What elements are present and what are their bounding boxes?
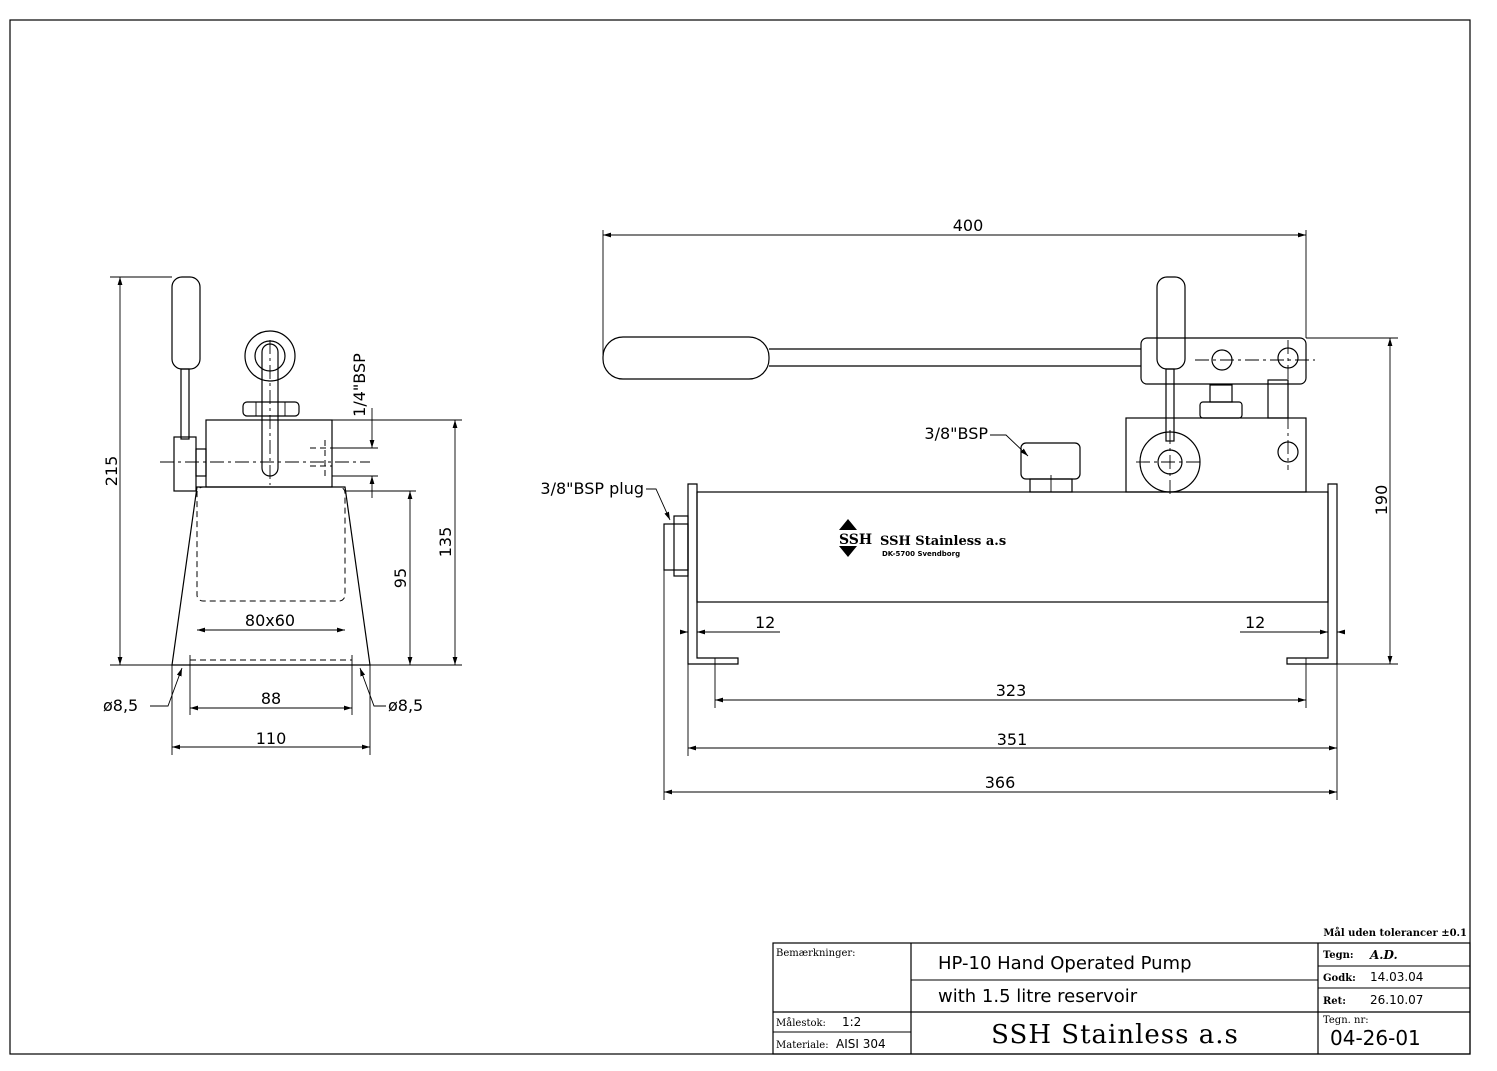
- drawn-label: Tegn:: [1323, 950, 1354, 961]
- dim-366: 366: [985, 773, 1016, 792]
- drawn-value: A.D.: [1369, 948, 1398, 962]
- front-handle-ring: [244, 330, 296, 382]
- logo-name: SSH Stainless a.s: [880, 534, 1006, 549]
- logo-ssh-mark: SSH: [839, 532, 872, 548]
- side-bracket-left: [687, 483, 739, 665]
- drawing-no-value: 04-26-01: [1330, 1026, 1421, 1050]
- front-view: [160, 276, 371, 666]
- scale-value: 1:2: [842, 1015, 861, 1029]
- port-label: 3/8"BSP: [924, 424, 988, 443]
- dim-quarter-bsp: 1/4"BSP: [350, 353, 369, 417]
- plug-label: 3/8"BSP plug: [540, 479, 644, 498]
- front-lever-grip: [171, 276, 201, 370]
- dim-215: 215: [102, 456, 121, 487]
- side-port-cap: [1020, 442, 1081, 480]
- drawing-no-label: Tegn. nr:: [1323, 1015, 1369, 1026]
- side-tank: [696, 491, 1329, 603]
- front-window-hidden: [196, 486, 346, 602]
- tolerance-note: Mål uden tolerancer ±0.1: [1323, 927, 1467, 939]
- title-line2: with 1.5 litre reservoir: [938, 986, 1138, 1007]
- approved-value: 14.03.04: [1370, 970, 1423, 984]
- dim-12-left: 12: [755, 613, 775, 632]
- side-lever-grip: [1156, 276, 1186, 370]
- dim-135: 135: [436, 527, 455, 558]
- dim-12-right: 12: [1245, 613, 1265, 632]
- side-bracket-right: [1286, 483, 1338, 665]
- drawing-frame: [9, 19, 1471, 1055]
- material-value: AISI 304: [836, 1037, 886, 1051]
- front-dimensions: 215 135 95 1/4"BSP 80x60 88 110 ø8,5 ø8,…: [102, 276, 462, 755]
- side-plug: [663, 523, 689, 571]
- revised-value: 26.10.07: [1370, 993, 1423, 1007]
- approved-label: Godk:: [1323, 973, 1356, 984]
- revised-label: Ret:: [1323, 996, 1346, 1007]
- remarks-label: Bemærkninger:: [776, 948, 856, 959]
- dim-351: 351: [997, 730, 1028, 749]
- side-link-plate: [1140, 337, 1307, 385]
- title-line1: HP-10 Hand Operated Pump: [938, 953, 1192, 974]
- hole-right-label: ø8,5: [388, 696, 423, 715]
- dim-80x60: 80x60: [245, 611, 295, 630]
- front-body: [171, 486, 371, 666]
- dim-110: 110: [256, 729, 287, 748]
- dim-190: 190: [1372, 485, 1391, 516]
- side-dimensions: 400 190 12 12 323 351 366 3/8"BSP: [540, 216, 1398, 800]
- company-name: SSH Stainless a.s: [991, 1020, 1239, 1050]
- scale-label: Målestok:: [776, 1017, 826, 1029]
- side-handle-grip: [602, 336, 770, 380]
- title-block: Mål uden tolerancer ±0.1 Bemærkninger: H…: [772, 927, 1471, 1055]
- side-view: SSH SSH Stainless a.s DK-5700 Svendborg: [602, 276, 1338, 665]
- front-pump-block: [205, 419, 333, 488]
- dim-400: 400: [953, 216, 984, 235]
- material-label: Materiale:: [776, 1040, 829, 1051]
- dim-88: 88: [261, 689, 281, 708]
- dim-323: 323: [996, 681, 1027, 700]
- logo-sub: DK-5700 Svendborg: [882, 550, 960, 558]
- hole-left-label: ø8,5: [103, 696, 138, 715]
- dim-95: 95: [391, 568, 410, 588]
